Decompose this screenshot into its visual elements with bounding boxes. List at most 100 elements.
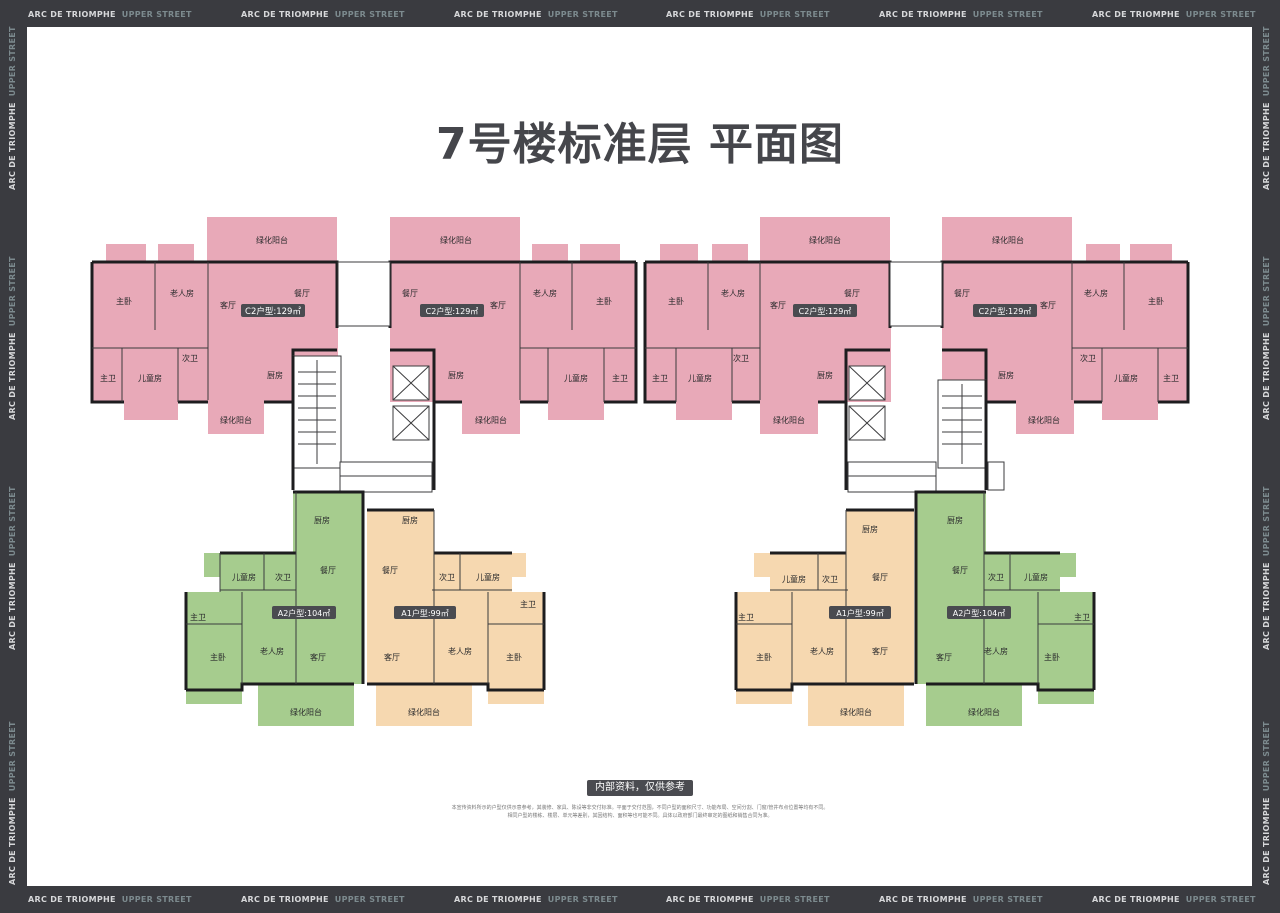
room-label: 老人房 <box>260 646 284 656</box>
room-label: 主卫 <box>1074 612 1090 622</box>
room-label: 客厅 <box>384 652 400 662</box>
room-label: 儿童房 <box>564 373 588 383</box>
room-label: 餐厅 <box>382 566 398 575</box>
room-label: 绿化阳台 <box>290 707 322 717</box>
room-label: 厨房 <box>267 370 283 380</box>
unit-c2-top-left <box>90 217 339 434</box>
room-label: 主卫 <box>190 612 206 622</box>
room-label: 绿化阳台 <box>475 415 507 425</box>
room-label: 儿童房 <box>232 572 256 582</box>
room-label: 主卧 <box>668 296 684 306</box>
plan-sheet <box>27 27 1252 886</box>
unit-label: A1户型:99㎡ <box>836 608 883 618</box>
room-label: 儿童房 <box>138 373 162 383</box>
room-label: 绿化阳台 <box>809 235 841 245</box>
room-label: 主卧 <box>596 296 612 306</box>
unit-a1-bottom-center-left <box>367 508 546 726</box>
unit-c2-top-center-right <box>643 217 892 434</box>
room-label: 客厅 <box>770 300 786 310</box>
room-label: 客厅 <box>310 652 326 662</box>
room-label: 儿童房 <box>782 574 806 584</box>
room-label: 餐厅 <box>402 289 418 298</box>
room-label: 绿化阳台 <box>220 415 252 425</box>
unit-label-tag <box>947 606 1011 619</box>
room-label: 老人房 <box>533 288 557 298</box>
room-label: 餐厅 <box>294 289 310 298</box>
unit-label-tag <box>272 606 336 619</box>
room-label: 主卧 <box>506 652 522 662</box>
room-label: 绿化阳台 <box>992 235 1024 245</box>
room-label: 次卫 <box>439 572 455 582</box>
room-label: 厨房 <box>402 515 418 525</box>
room-label: 主卫 <box>100 373 116 383</box>
room-label: 绿化阳台 <box>773 415 805 425</box>
room-label: 厨房 <box>817 370 833 380</box>
unit-label-tag <box>829 606 891 619</box>
room-label: 主卧 <box>210 652 226 662</box>
room-label: 厨房 <box>862 524 878 534</box>
core-left <box>291 261 436 493</box>
room-label: 主卧 <box>116 296 132 306</box>
room-label: 客厅 <box>872 646 888 656</box>
room-label: 客厅 <box>1040 300 1056 310</box>
room-label: 绿化阳台 <box>408 707 440 717</box>
room-label: 主卫 <box>652 373 668 383</box>
room-label: 老人房 <box>984 646 1008 656</box>
room-label: 次卫 <box>275 572 291 582</box>
unit-label-tag <box>394 606 456 619</box>
room-label: 老人房 <box>170 288 194 298</box>
unit-a2-bottom-right <box>914 490 1096 726</box>
unit-c2-top-right <box>940 217 1190 434</box>
room-label: 绿化阳台 <box>1028 415 1060 425</box>
room-label: 老人房 <box>1084 288 1108 298</box>
room-label: 次卫 <box>822 574 838 584</box>
unit-label-tag <box>241 304 305 317</box>
room-label: 餐厅 <box>954 289 970 298</box>
room-label: 老人房 <box>721 288 745 298</box>
room-label: 次卫 <box>1080 353 1096 363</box>
room-label: 绿化阳台 <box>256 235 288 245</box>
room-label: 主卫 <box>612 373 628 383</box>
unit-label: A2户型:104㎡ <box>278 608 331 618</box>
internal-note-badge: 内部资料，仅供参考 <box>587 780 693 796</box>
room-label: 主卧 <box>1148 296 1164 306</box>
unit-label-tag <box>793 304 857 317</box>
unit-label-tag <box>973 304 1037 317</box>
room-label: 老人房 <box>448 646 472 656</box>
core-right <box>844 261 1005 493</box>
room-label: 老人房 <box>810 646 834 656</box>
unit-label: C2户型:129㎡ <box>245 306 301 317</box>
disclaimer-line-1: 本宣传资料所示的户型仅供示意参考，其装修、家具、陈设等非交付标准。平面于交付范围… <box>451 805 829 811</box>
room-label: 绿化阳台 <box>440 235 472 245</box>
room-label: 次卫 <box>988 572 1004 582</box>
room-label: 绿化阳台 <box>968 707 1000 717</box>
room-label: 次卫 <box>182 353 198 363</box>
room-label: 儿童房 <box>476 572 500 582</box>
unit-label: C2户型:129㎡ <box>979 306 1032 316</box>
room-label: 客厅 <box>490 300 506 310</box>
room-label: 主卫 <box>520 599 536 609</box>
room-label: 绿化阳台 <box>840 707 872 717</box>
disclaimer-line-2: 相同户型的楼栋、楼层、单元等差别，其因结构、面积等也可能不同。具体以政府部门最终… <box>507 813 773 819</box>
room-label: 客厅 <box>936 652 952 662</box>
room-label: 主卫 <box>738 612 754 622</box>
unit-c2-top-center-left <box>388 217 638 434</box>
room-label: 主卧 <box>1044 652 1060 662</box>
room-label: 次卫 <box>733 353 749 363</box>
unit-label: A1户型:99㎡ <box>401 608 448 618</box>
room-label: 儿童房 <box>1114 373 1138 383</box>
room-label: 厨房 <box>998 370 1014 380</box>
room-label: 厨房 <box>947 515 963 525</box>
